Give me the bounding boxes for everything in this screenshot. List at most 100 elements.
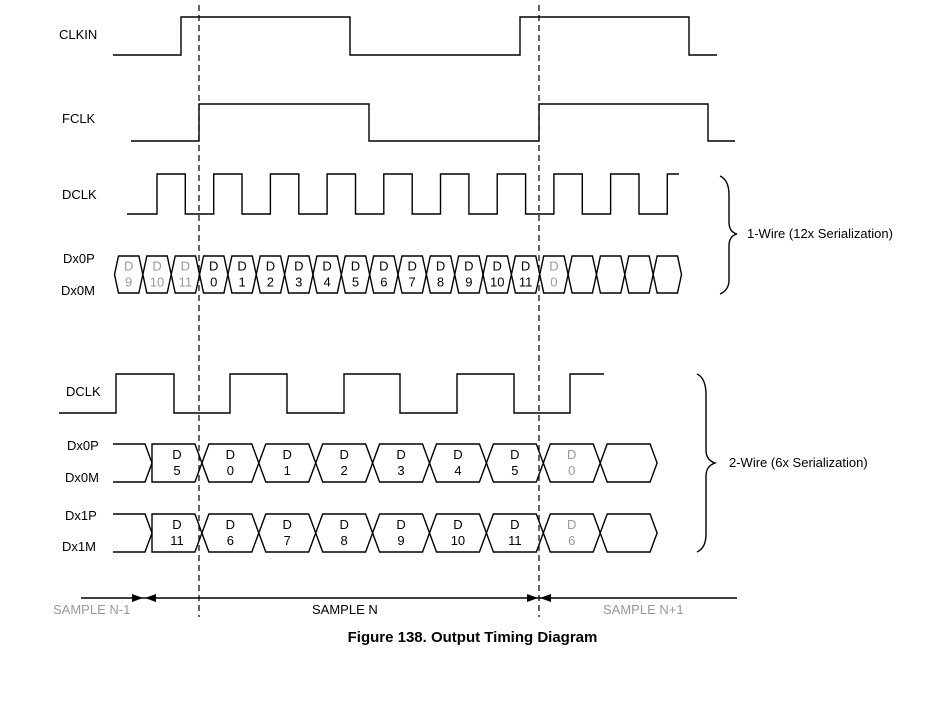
sample-next-label: SAMPLE N+1 xyxy=(603,602,684,617)
arrowhead-icon xyxy=(145,594,156,602)
bit-label-prefix: D xyxy=(322,259,331,274)
bit-cell xyxy=(567,255,598,294)
bus-lead-in xyxy=(113,513,153,553)
bit-label-index: 0 xyxy=(568,463,575,478)
label-dclk-1wire: DCLK xyxy=(62,187,97,202)
arrowhead-icon xyxy=(540,594,551,602)
fclk-waveform xyxy=(131,103,735,142)
bit-label-index: 2 xyxy=(267,275,274,290)
bit-label-index: 8 xyxy=(437,275,444,290)
bit-label-prefix: D xyxy=(209,259,218,274)
bit-label-index: 11 xyxy=(170,533,184,548)
two-wire-group-label: 2-Wire (6x Serialization) xyxy=(729,455,868,470)
bit-label-prefix: D xyxy=(266,259,275,274)
bit-label-index: 6 xyxy=(227,533,234,548)
bit-label-index: 0 xyxy=(227,463,234,478)
bit-label-index: 5 xyxy=(173,463,180,478)
bit-label-index: 7 xyxy=(284,533,291,548)
bit-label-index: 10 xyxy=(490,275,504,290)
dclk-1wire-waveform xyxy=(127,173,679,215)
label-dx0p-2wire: Dx0P xyxy=(67,438,99,453)
bit-label-index: 9 xyxy=(465,275,472,290)
bit-label-prefix: D xyxy=(124,259,133,274)
bit-label-index: 4 xyxy=(324,275,331,290)
bit-label-prefix: D xyxy=(339,517,348,532)
bit-label-index: 10 xyxy=(451,533,465,548)
bit-cell xyxy=(599,443,658,483)
label-fclk: FCLK xyxy=(62,111,96,126)
label-dx0m-1wire: Dx0M xyxy=(61,283,95,298)
bit-label-index: 3 xyxy=(397,463,404,478)
bit-label-index: 10 xyxy=(150,275,164,290)
one-wire-group-label: 1-Wire (12x Serialization) xyxy=(747,226,893,241)
bit-label-index: 0 xyxy=(550,275,557,290)
bit-label-prefix: D xyxy=(237,259,246,274)
bit-label-prefix: D xyxy=(567,447,576,462)
clkin-waveform xyxy=(113,16,717,56)
bit-label-prefix: D xyxy=(283,517,292,532)
bit-label-index: 6 xyxy=(568,533,575,548)
bit-label-prefix: D xyxy=(464,259,473,274)
label-dx1p-2wire: Dx1P xyxy=(65,508,97,523)
bit-label-prefix: D xyxy=(152,259,161,274)
bit-label-index: 4 xyxy=(454,463,461,478)
bit-cell xyxy=(652,255,683,294)
bit-label-index: 7 xyxy=(409,275,416,290)
bit-label-index: 5 xyxy=(511,463,518,478)
one-wire-brace-icon xyxy=(719,175,738,295)
bit-label-prefix: D xyxy=(294,259,303,274)
bit-label-index: 8 xyxy=(341,533,348,548)
bit-label-prefix: D xyxy=(396,517,405,532)
bit-label-prefix: D xyxy=(181,259,190,274)
bit-label-prefix: D xyxy=(351,259,360,274)
bit-label-prefix: D xyxy=(172,447,181,462)
bit-label-prefix: D xyxy=(453,447,462,462)
arrowhead-icon xyxy=(527,594,538,602)
label-dx1m-2wire: Dx1M xyxy=(62,539,96,554)
bit-cell xyxy=(595,255,626,294)
bit-label-prefix: D xyxy=(172,517,181,532)
bit-label-prefix: D xyxy=(407,259,416,274)
bit-label-prefix: D xyxy=(339,447,348,462)
bit-label-prefix: D xyxy=(453,517,462,532)
bit-label-index: 11 xyxy=(179,275,193,290)
bit-label-prefix: D xyxy=(510,447,519,462)
bit-label-index: 1 xyxy=(284,463,291,478)
bit-cell xyxy=(599,513,658,553)
label-clkin: CLKIN xyxy=(59,27,97,42)
two-wire-brace-icon xyxy=(696,373,718,553)
bit-label-index: 9 xyxy=(397,533,404,548)
bit-label-prefix: D xyxy=(379,259,388,274)
sample-prev-label: SAMPLE N-1 xyxy=(53,602,130,617)
bus-lead-in xyxy=(113,443,153,483)
bit-label-prefix: D xyxy=(283,447,292,462)
label-dx0m-2wire: Dx0M xyxy=(65,470,99,485)
bit-label-prefix: D xyxy=(226,447,235,462)
bit-cell xyxy=(624,255,654,294)
bit-label-index: 1 xyxy=(238,275,245,290)
bit-label-prefix: D xyxy=(521,259,530,274)
bit-label-index: 5 xyxy=(352,275,359,290)
bit-label-index: 11 xyxy=(508,533,522,548)
bit-label-index: 3 xyxy=(295,275,302,290)
bit-label-prefix: D xyxy=(510,517,519,532)
bit-label-prefix: D xyxy=(493,259,502,274)
figure-caption: Figure 138. Output Timing Diagram xyxy=(347,629,598,646)
bit-label-prefix: D xyxy=(436,259,445,274)
bit-label-index: 2 xyxy=(341,463,348,478)
bit-label-prefix: D xyxy=(396,447,405,462)
label-dclk-2wire: DCLK xyxy=(66,384,101,399)
dclk-2wire-waveform xyxy=(59,373,604,414)
bit-label-index: 6 xyxy=(380,275,387,290)
label-dx0p-1wire: Dx0P xyxy=(63,251,95,266)
bit-label-index: 11 xyxy=(519,275,533,290)
bit-label-prefix: D xyxy=(549,259,558,274)
bit-label-prefix: D xyxy=(567,517,576,532)
sample-current-label: SAMPLE N xyxy=(312,602,378,617)
bit-label-index: 0 xyxy=(210,275,217,290)
arrowhead-icon xyxy=(132,594,143,602)
